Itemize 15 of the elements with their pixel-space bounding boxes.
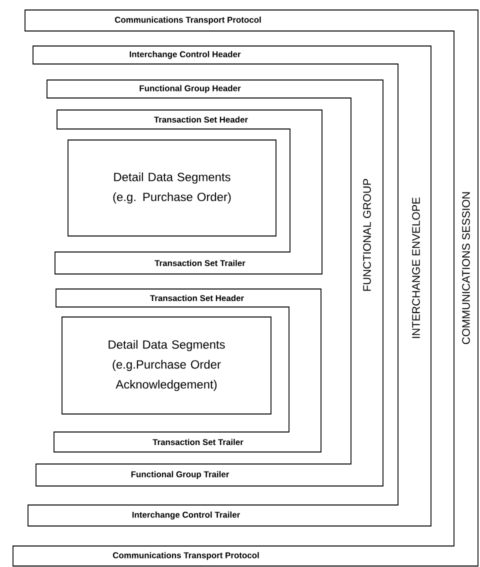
header-label: Functional Group Header <box>140 85 241 93</box>
trailer-label: Interchange Control Trailer <box>132 512 240 520</box>
header-label: Interchange Control Header <box>130 51 241 59</box>
segment-box: Detail Data Segments (e.g. Purchase Order) <box>68 140 276 236</box>
trailer-label: Transaction Set Trailer <box>152 438 244 446</box>
trailer-label: Communications Transport Protocol <box>112 552 259 560</box>
vertical-label: FUNCTIONAL GROUP <box>363 178 371 291</box>
header-label: Communications Transport Protocol <box>114 16 261 24</box>
trailer-label: Functional Group Trailer <box>131 471 230 479</box>
header-label: Transaction Set Header <box>154 116 248 123</box>
vertical-label: INTERCHANGE ENVELOPE <box>412 198 420 338</box>
header-label: Transaction Set Header <box>150 294 244 302</box>
trailer-label: Transaction Set Trailer <box>154 260 246 266</box>
segment-box: Detail Data Segments (e.g.Purchase Order Acknowledgement) <box>62 316 272 414</box>
vertical-label: COMMUNICATIONS SESSION <box>462 192 470 344</box>
